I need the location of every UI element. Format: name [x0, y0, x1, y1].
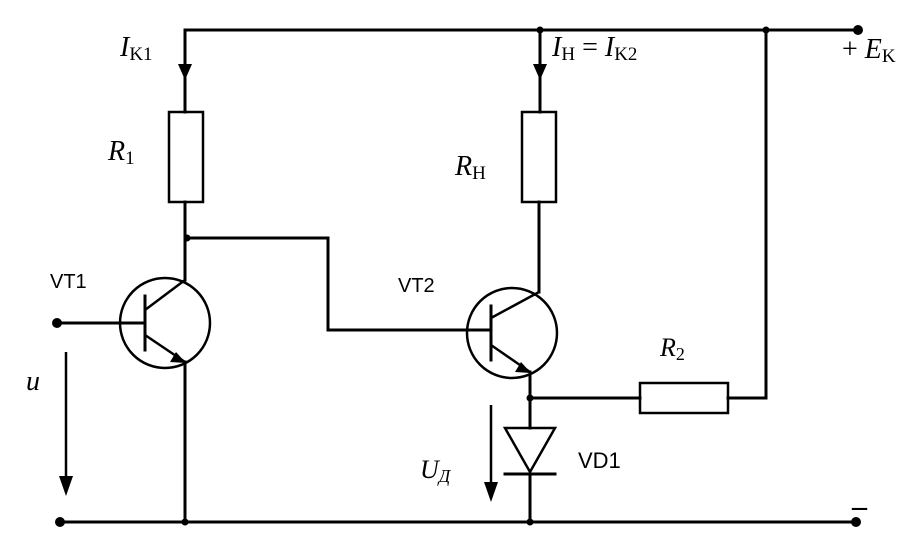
label-vt1: VT1 — [50, 271, 87, 293]
label-minus: – — [851, 490, 868, 523]
label-vd1: VD1 — [578, 448, 621, 473]
diode-vd1 — [502, 426, 558, 475]
resistor-r2 — [638, 381, 730, 415]
arrow-ih — [533, 64, 547, 80]
terminal-plus — [853, 25, 863, 35]
arrow-u-head — [59, 476, 73, 496]
resistor-r1 — [167, 110, 205, 204]
label-r1: R1 — [107, 136, 135, 169]
arrow-ud-head — [484, 482, 498, 502]
label-rh: RH — [454, 151, 486, 184]
terminal-bottom-left — [55, 517, 65, 527]
label-ih-ik2: IH = IK2 — [551, 32, 637, 65]
wire-vt1-vt2 — [185, 236, 492, 332]
label-ik1: IK1 — [119, 32, 153, 65]
label-ek: + EK — [842, 34, 896, 67]
label-vt2: VT2 — [398, 275, 435, 297]
terminal-minus — [851, 517, 861, 527]
label-r2: R2 — [659, 333, 685, 364]
arrow-ik1 — [178, 64, 192, 80]
resistor-rh — [520, 110, 558, 204]
label-u: u — [26, 366, 40, 397]
transistor-vt2-body — [465, 286, 559, 380]
vt1-emitter-arrow — [170, 352, 186, 363]
vt2-emitter-arrow — [515, 362, 531, 373]
label-ud: UД — [420, 455, 452, 486]
terminal-input — [52, 318, 62, 328]
